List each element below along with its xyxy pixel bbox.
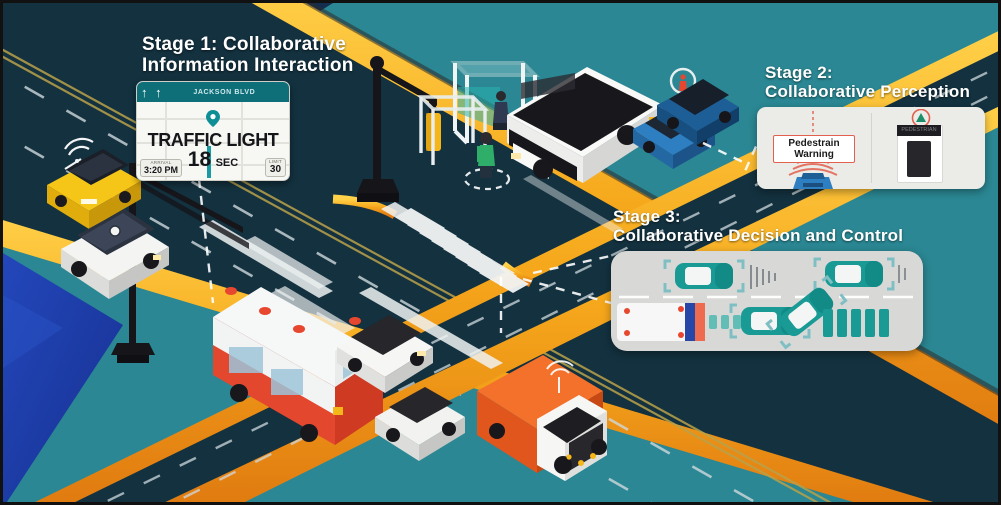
navigation-hud-panel[interactable]: ↑ ↑ JACKSON BLVD TRAFFIC LIGHT 18 SEC AR…: [136, 81, 290, 181]
suv-roof-sensor: [109, 225, 121, 237]
trajectory-bars: [823, 309, 889, 337]
street-name-label: JACKSON BLVD: [193, 88, 256, 96]
nav-headline: TRAFFIC LIGHT: [147, 130, 279, 150]
stage-2-line-2: Collaborative Perception: [765, 82, 971, 102]
stage-1-title: Stage 1: Collaborative Information Inter…: [142, 34, 402, 77]
pedestrian: [463, 132, 511, 191]
speed-limit-chip: LIMIT 30: [264, 157, 286, 177]
connector-stage-3-b: [532, 253, 616, 275]
arrival-value: 3:20 PM: [144, 164, 179, 175]
panel-divider: [871, 113, 872, 183]
stage-3-line-1: Stage 3:: [613, 207, 681, 226]
silver-car: [375, 387, 465, 461]
blue-car-rear: [657, 79, 739, 145]
panel-car-top-left: [663, 259, 745, 293]
decision-control-panel[interactable]: [611, 251, 923, 351]
v2x-antenna-icon: [546, 360, 574, 393]
connector-stage-2: [702, 141, 746, 165]
countdown-unit: SEC: [215, 157, 239, 169]
sensor-bracket: [663, 259, 745, 293]
nav-header: ↑ ↑ JACKSON BLVD: [137, 82, 289, 102]
radar-cone-icon: [750, 265, 776, 289]
sensor-bracket: [765, 274, 848, 350]
crosswalk: [241, 202, 529, 335]
stage-3-title: Stage 3: Collaborative Decision and Cont…: [613, 207, 943, 245]
stage-1-line-2: Information Interaction: [142, 55, 354, 77]
v2x-signal-icon: [64, 137, 94, 170]
nav-countdown: 18 SEC: [137, 148, 289, 172]
transit-bus: [507, 67, 663, 183]
map-pin-icon: [206, 110, 220, 127]
device-display: [907, 141, 931, 177]
ambulance-beacons: [225, 287, 361, 333]
connector-stage-3-a: [522, 277, 612, 305]
orange-truck: [477, 355, 607, 481]
countdown-value: 18: [187, 148, 212, 171]
warning-line-2: Warning: [794, 149, 834, 161]
arrival-chip: ARRIVAL 3:20 PM: [140, 158, 183, 177]
stage-3-line-2: Collaborative Decision and Control: [613, 226, 904, 246]
white-sedan: [337, 315, 433, 393]
limit-label: LIMIT: [268, 158, 282, 164]
trajectory-chips: [709, 315, 741, 329]
lane-arrows-icon: ↑ ↑: [141, 84, 164, 100]
stage-2-title: Stage 2: Collaborative Perception: [765, 63, 998, 102]
taxi: [47, 137, 141, 229]
arrival-label: ARRIVAL: [150, 159, 172, 165]
river-water: [3, 253, 123, 502]
limit-value: 30: [269, 163, 282, 175]
seated-person: [493, 91, 509, 130]
panel-car-top-right: [813, 257, 906, 291]
white-suv: [61, 209, 169, 299]
decision-panel-graphic: [617, 257, 915, 350]
device-band-text: PEDESTRIAN: [897, 125, 941, 136]
perception-left-graphic: [788, 111, 838, 189]
warning-line-1: Pedestrain: [788, 138, 840, 149]
stage-1-line-1: Stage 1: Collaborative: [142, 34, 346, 55]
perception-panel[interactable]: Pedestrain Warning PEDESTRIAN: [757, 107, 985, 189]
pedestrian-warning-box: Pedestrain Warning: [773, 135, 855, 164]
stage-2-line-1: Stage 2:: [765, 63, 833, 82]
connector-stage-1: [197, 178, 215, 304]
panel-car-merging: [765, 274, 848, 350]
river-highlight: [3, 295, 63, 368]
panel-bus: [617, 303, 705, 341]
nav-map-area: TRAFFIC LIGHT 18 SEC ARRIVAL 3:20 PM LIM…: [137, 102, 289, 180]
